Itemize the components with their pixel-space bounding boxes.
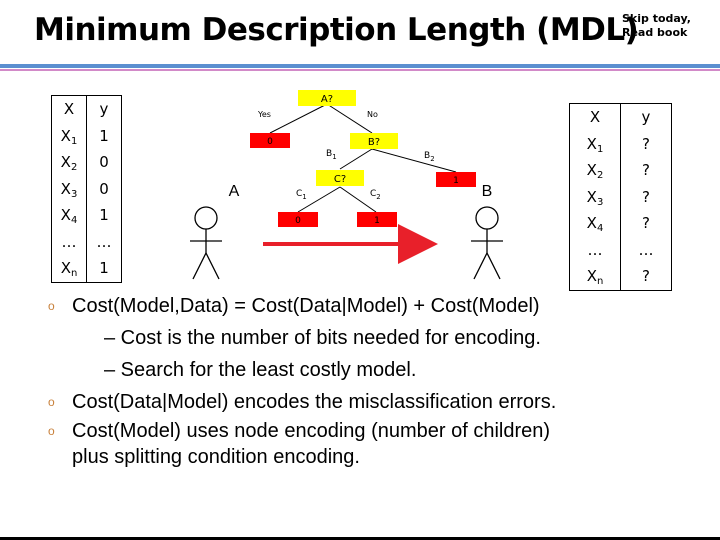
x-header: X [589,108,601,126]
x-header: X [63,100,75,118]
root-node [298,90,356,106]
leaf-node-label: 1 [453,176,459,186]
x-cell: X2 [60,153,78,173]
y-cell: … [638,240,654,259]
person-a-label: A [229,183,240,200]
slide-title: Minimum Description Length (MDL) [34,12,639,48]
x-cell: Xn [60,259,78,279]
b-node-label: B? [368,137,380,148]
tree-edge [326,103,373,134]
root-node-label: A? [321,94,333,105]
y-header: y [641,108,651,126]
x-cell: … [587,240,603,259]
y-cell: 0 [99,179,109,198]
sub-bullet-item: – Search for the least costly model. [104,359,417,381]
bullet-marker-icon: o [48,395,55,409]
c2-edge-label: C2 [370,189,381,201]
tree-edge [269,103,328,134]
leaf-node-label: 0 [295,216,301,226]
tree-edge [339,186,377,213]
leaf-node [436,172,476,187]
bullet-continuation: plus splitting condition encoding. [72,446,360,468]
x-cell: X4 [60,206,78,226]
y-cell: … [96,232,112,251]
c-node-label: C? [334,174,346,185]
decision-tree-diagram: A? Yes No 0 B? B1 B2 C? 1 C1 C2 0 1 A [190,90,503,280]
y-column: y 1 0 0 1 … 1 [86,95,122,283]
x-cell: X3 [586,187,604,208]
person-a-icon [190,206,222,280]
leaf-node [278,212,318,227]
y-cell: ? [642,214,650,232]
bullet-item: o Cost(Data|Model) encodes the misclassi… [48,386,713,418]
bottom-border [0,537,720,540]
bullet-item: o Cost(Model) uses node encoding (number… [48,420,551,442]
leaf-node-label: 0 [267,137,273,147]
no-edge-label: No [367,110,378,119]
y-cell: ? [642,134,650,153]
side-note: Skip today, Read book [622,12,691,40]
y-cell: ? [642,267,650,285]
x-cell: Xn [586,267,604,287]
bullet-list: o Cost(Model,Data) = Cost(Data|Model) + … [48,290,713,470]
side-note-line-1: Skip today, [622,12,691,25]
tree-edge [339,148,373,170]
bullet-marker-icon: o [48,299,55,313]
y-cell: ? [642,161,650,179]
yes-edge-label: Yes [257,110,271,119]
x-column: X X1 X2 X3 X4 … Xn [569,103,621,291]
b1-edge-label: B1 [326,149,337,161]
b-node [350,133,398,149]
tree-edge [297,186,341,213]
bullet-marker-icon: o [48,424,55,438]
leaf-node [357,212,397,227]
y-cell: 1 [99,259,109,277]
sub-bullet-item: – Cost is the number of bits needed for … [104,327,541,349]
y-column: y ? ? ? ? … ? [620,103,672,291]
tree-edge [371,148,457,173]
person-b-icon [471,206,503,280]
unlabeled-data-table: X X1 X2 X3 X4 … Xn y ? ? ? ? … ? [569,103,672,291]
x-cell: X1 [586,134,604,155]
c-node [316,170,364,186]
x-cell: … [61,232,77,251]
c1-edge-label: C1 [296,189,307,201]
side-note-line-2: Read book [622,26,688,39]
x-column: X X1 X2 X3 X4 … Xn [51,95,87,283]
title-rule-blue [0,64,720,68]
b2-edge-label: B2 [424,151,435,163]
x-cell: X1 [60,126,78,147]
y-header: y [99,100,109,118]
y-cell: ? [642,187,650,206]
y-cell: 1 [99,206,109,224]
x-cell: X4 [586,214,604,234]
y-cell: 1 [99,126,109,145]
y-cell: 0 [99,153,109,171]
bullet-item: o Cost(Model,Data) = Cost(Data|Model) + … [48,290,713,322]
person-b-label: B [482,183,493,200]
title-rule-pink [0,69,720,71]
x-cell: X2 [586,161,604,181]
leaf-node [250,133,290,148]
training-data-table: X X1 X2 X3 X4 … Xn y 1 0 0 1 … 1 [51,95,122,283]
x-cell: X3 [60,179,78,200]
leaf-node-label: 1 [374,216,380,226]
